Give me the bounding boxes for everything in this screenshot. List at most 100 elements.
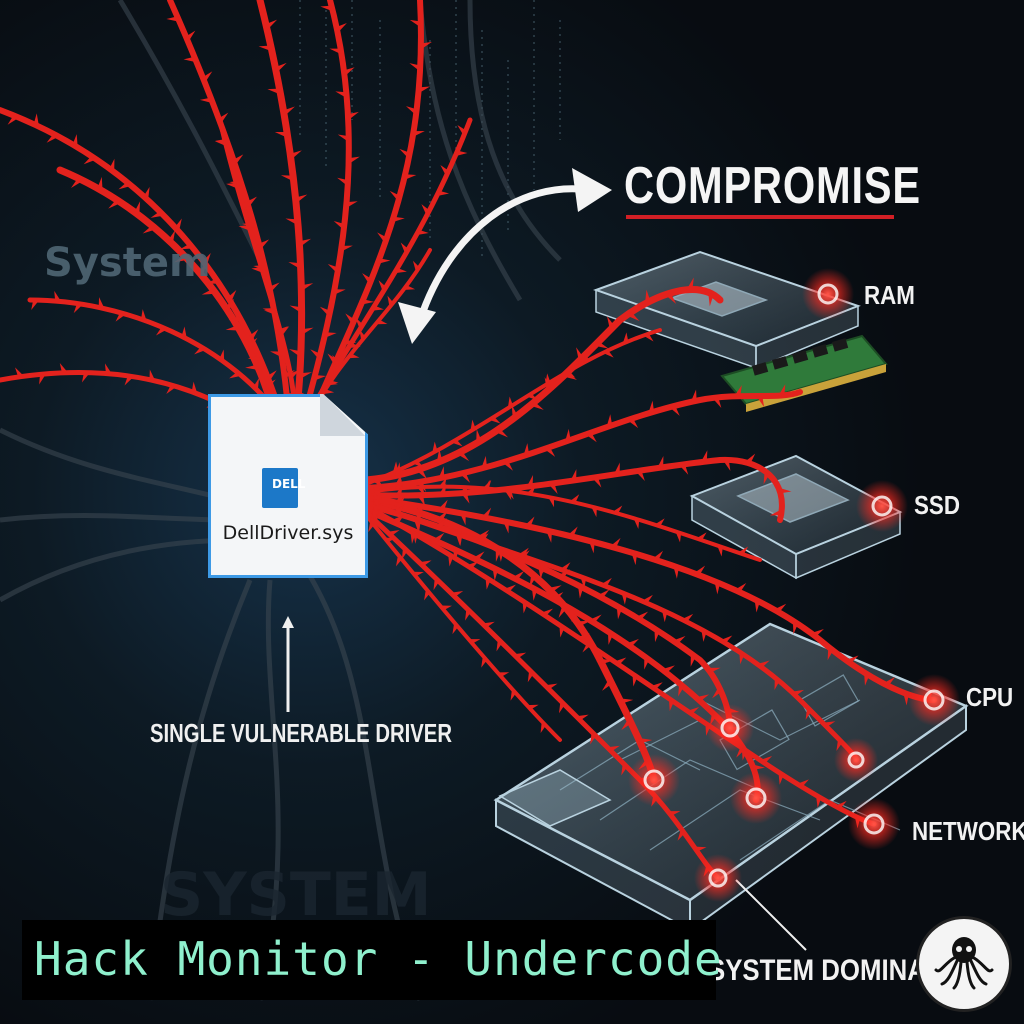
vine-thorn: [822, 721, 836, 728]
vine-thorn: [378, 280, 387, 293]
file-corner-fold: [320, 394, 368, 436]
vine-thorn: [600, 577, 612, 587]
vine-thorn: [348, 343, 361, 349]
vine-thorn: [134, 201, 141, 216]
vine-thorn: [548, 496, 555, 508]
vine-thorn: [327, 263, 339, 274]
vine-thorn: [635, 611, 649, 621]
vine-thorn: [149, 369, 156, 381]
vine-thorn: [275, 62, 287, 73]
vine-thorn: [607, 745, 620, 752]
vine-thorn: [230, 157, 240, 168]
vine-thorn: [265, 19, 278, 30]
vine-thorn: [626, 312, 640, 321]
vine-thorn: [602, 350, 614, 358]
vine-thorn: [607, 631, 613, 645]
vine-thorn: [518, 547, 529, 557]
vine-thorn: [737, 546, 749, 555]
vine-thorn: [310, 349, 321, 360]
vine-thorn: [372, 498, 380, 512]
vine-thorn: [348, 156, 360, 165]
vine-thorn: [465, 608, 471, 621]
vine-thorn: [168, 229, 176, 245]
driver-file-name: DellDriver.sys: [222, 522, 354, 544]
vine-thorn: [797, 779, 809, 787]
vine-thorn: [597, 589, 610, 599]
vine-thorn: [424, 588, 430, 601]
vine-thorn: [412, 460, 424, 468]
vine-thorn: [669, 405, 680, 416]
vine-thorn: [450, 590, 464, 597]
vine-thorn: [644, 656, 650, 670]
vine-thorn: [436, 448, 443, 463]
vine-thorn: [503, 521, 509, 534]
vine-thorn: [590, 731, 596, 745]
vine-thorn: [673, 565, 679, 579]
vine-thorn: [616, 605, 622, 620]
vine-thorn: [522, 600, 528, 614]
vine-thorn: [678, 683, 684, 697]
vine-thorn: [756, 395, 765, 407]
vine-thorn: [327, 353, 337, 366]
vine-thorn: [360, 299, 375, 305]
vine-thorn: [612, 505, 623, 514]
vine-thorn: [570, 608, 576, 623]
vine-thorn: [400, 242, 409, 255]
vine-thorn: [530, 401, 544, 410]
vine-thorn: [438, 499, 448, 511]
vine-thorn: [395, 554, 402, 567]
vine-thorn: [83, 156, 97, 165]
vine-thorn: [432, 532, 445, 543]
vine-thorn: [763, 470, 770, 485]
vine-thorn: [606, 316, 615, 331]
vine-thorn: [592, 477, 602, 488]
vine-thorn: [346, 201, 358, 209]
vine-thorn: [452, 548, 459, 562]
vine-thorn: [526, 393, 538, 401]
vine-thorn: [143, 186, 150, 201]
vine-thorn: [267, 283, 277, 295]
vine-thorn: [690, 653, 696, 667]
vine-thorn: [347, 353, 360, 359]
vine-thorn: [696, 532, 707, 541]
vine-thorn: [401, 547, 408, 560]
compromise-curved-arrow: [416, 185, 594, 324]
vine-thorn: [774, 677, 780, 691]
vine-thorn: [289, 348, 301, 358]
vine-thorn: [668, 698, 674, 712]
vine-thorn: [98, 297, 105, 309]
vine-thorn: [754, 599, 760, 613]
vine-thorn: [403, 174, 417, 181]
vine-thorn: [672, 635, 686, 645]
vine-thorn: [496, 638, 503, 652]
vine-thorn: [778, 487, 792, 494]
vine-thorn: [416, 486, 425, 496]
vine-thorn: [540, 721, 546, 734]
vine-thorn: [183, 56, 197, 63]
vine-thorn: [591, 506, 597, 518]
vine-thorn: [179, 243, 194, 250]
vine-thorn: [299, 372, 312, 380]
vine-thorn: [104, 363, 112, 374]
vine-thorn: [313, 375, 327, 381]
vine-thorn: [778, 384, 786, 396]
vine-thorn: [559, 624, 565, 638]
octopus-logo-badge: [916, 916, 1012, 1012]
vine-thorn: [792, 620, 798, 635]
vine-thorn: [295, 194, 308, 204]
vine-thorn: [438, 466, 445, 479]
vine-thorn: [720, 635, 733, 644]
vine-thorn: [815, 795, 822, 808]
vine-thorn: [701, 629, 707, 642]
vine-thorn: [118, 182, 132, 190]
vine-thorn: [476, 533, 488, 543]
vine-thorn: [253, 378, 260, 391]
vine-thorn: [751, 764, 765, 770]
vine-thorn: [416, 505, 423, 518]
vine-thorn: [679, 464, 689, 475]
vine-thorn: [717, 545, 723, 557]
vine-thorn: [633, 518, 640, 529]
vine-thorn: [693, 846, 707, 852]
footer-banner-text: Hack Monitor - Undercode: [34, 932, 723, 986]
vine-thorn: [558, 568, 570, 579]
